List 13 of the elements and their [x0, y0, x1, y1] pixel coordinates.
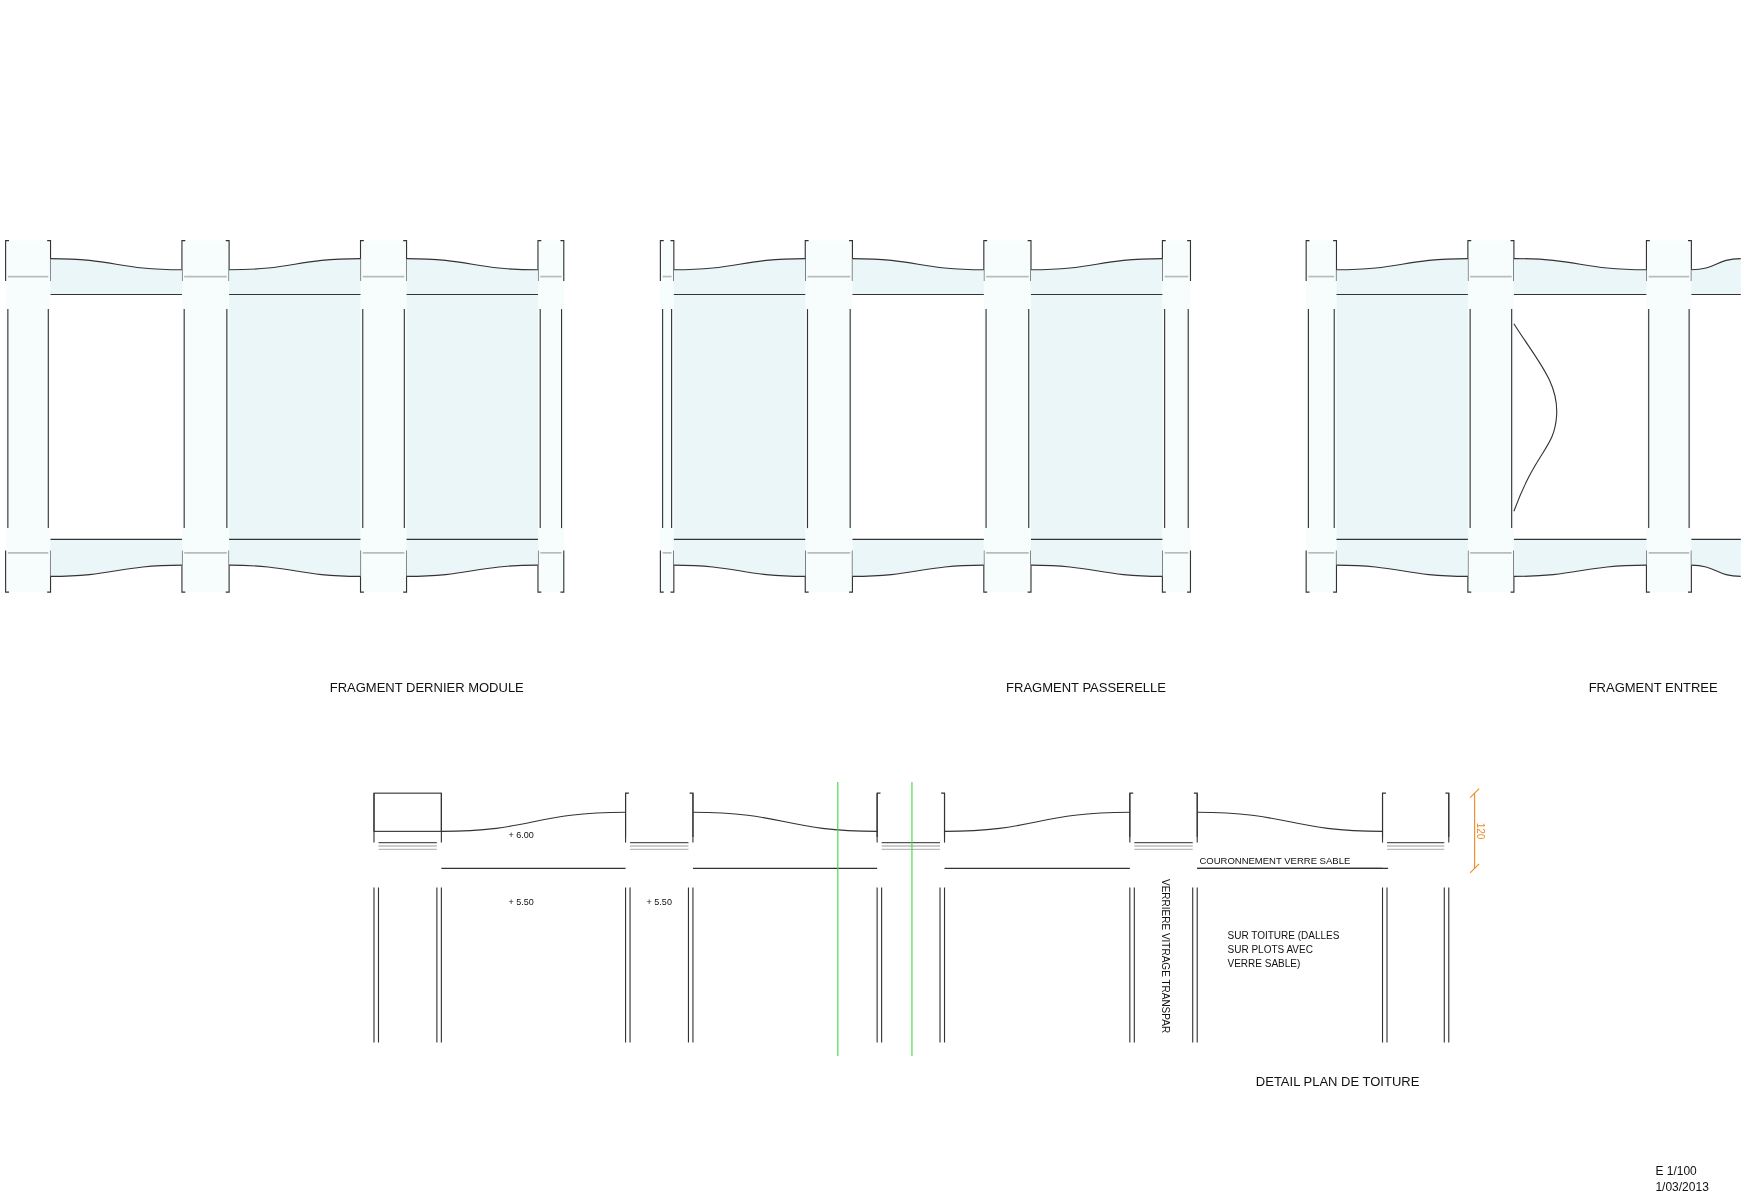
level-mark: + 6.00	[508, 828, 534, 842]
date-note: 1/03/2013	[1655, 1179, 1709, 1197]
material-note: COURONNEMENT VERRE SABLE	[1199, 854, 1351, 869]
material-note: VERRIERE VITRAGE TRANSPAR	[1158, 879, 1172, 1034]
drawing-title: FRAGMENT PASSERELLE	[1006, 679, 1166, 698]
dimension-value: 120	[1473, 822, 1487, 840]
level-mark: + 5.50	[646, 896, 672, 910]
scale-note: E 1/100	[1655, 1163, 1697, 1181]
drawing-title: FRAGMENT DERNIER MODULE	[329, 679, 524, 698]
drawing-title: FRAGMENT ENTREE	[1588, 679, 1718, 698]
level-mark: + 5.50	[508, 896, 534, 910]
drawing-title: DETAIL PLAN DE TOITURE	[1255, 1072, 1420, 1091]
material-note: SUR TOITURE (DALLES SUR PLOTS AVEC VERRE SABLE)	[1227, 929, 1341, 972]
